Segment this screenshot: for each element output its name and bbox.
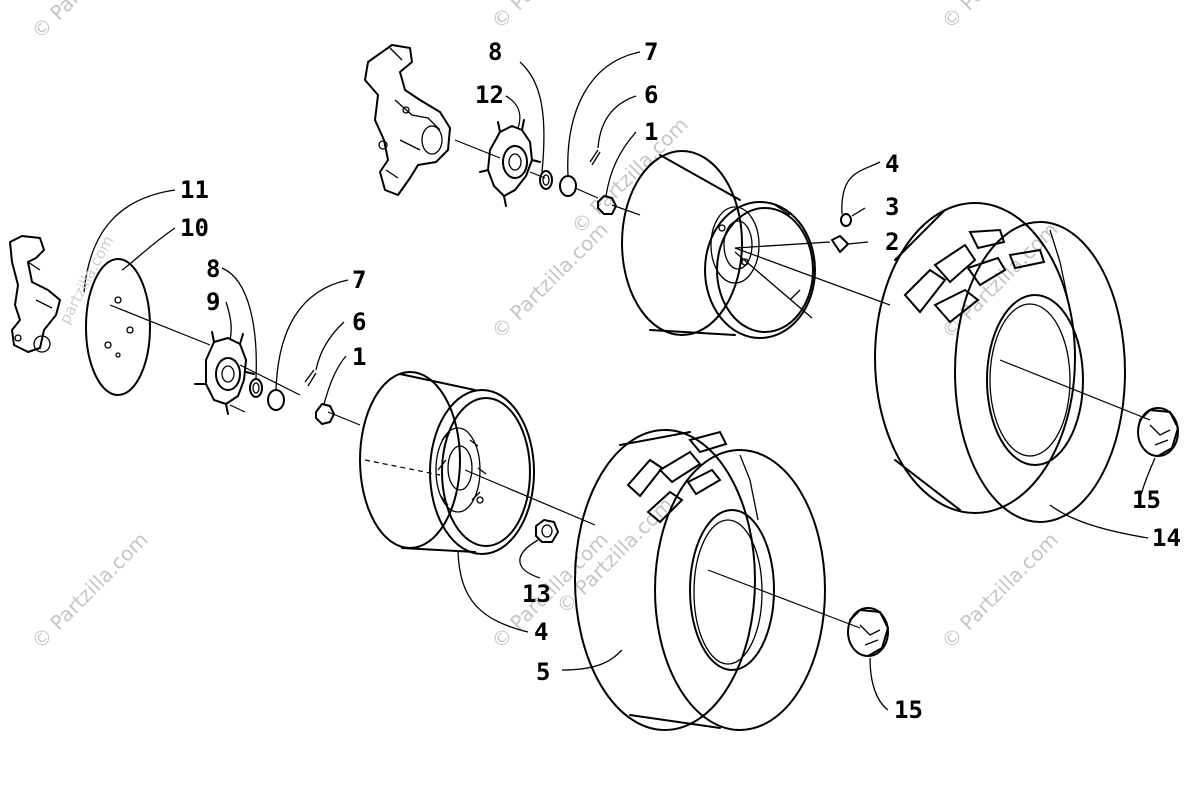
watermark: © Partzilla.com [27,0,153,44]
rim-bottom [359,371,535,555]
label-3: 3 [885,193,899,221]
steering-knuckle-top [364,44,451,196]
label-6-bottom: 6 [352,308,366,336]
watermarks: © Partzilla.com © Partzilla.com © Partzi… [27,0,1063,654]
watermark: © Partzilla.com [487,0,613,34]
label-9: 9 [206,288,220,316]
label-8-bottom: 8 [206,255,220,283]
watermark: © Partzilla.com [27,527,153,653]
watermark: © Partzilla.com [937,527,1063,653]
brake-disc [85,258,151,396]
watermark: © Partzilla.com [487,217,613,343]
hub-cap-right [1137,407,1179,457]
callout-labels: 8 7 12 6 1 4 3 2 11 10 8 9 7 6 1 13 4 5 … [180,38,1181,724]
rim-top [621,150,816,339]
label-13: 13 [522,580,551,608]
hub-hardware-bottom [249,369,335,425]
steering-knuckle-bottom [9,235,61,353]
label-10: 10 [180,214,209,242]
watermark: © Partzilla.com [937,0,1063,34]
label-8-top: 8 [488,38,502,66]
label-14: 14 [1152,524,1181,552]
label-5: 5 [536,658,550,686]
label-15-right: 15 [1132,486,1161,514]
tire-bottom [574,429,826,731]
label-4-top: 4 [885,150,899,178]
label-2: 2 [885,228,899,256]
hub-top [479,119,541,207]
label-15-bottom: 15 [894,696,923,724]
label-7-top: 7 [644,38,658,66]
label-6-top: 6 [644,81,658,109]
tire-right [874,202,1126,523]
label-12: 12 [475,81,504,109]
label-1-bottom: 1 [352,343,366,371]
lug-nut [535,519,559,543]
hub-bottom [194,331,255,415]
hub-hardware-top [539,149,617,215]
label-7-bottom: 7 [352,266,366,294]
label-11: 11 [180,176,209,204]
leader-lines [83,51,1156,711]
label-4-bottom: 4 [534,618,548,646]
watermark: © Partzilla.com [567,112,693,238]
hub-cap-bottom [847,607,889,657]
valve-stem [734,213,852,319]
label-1-top: 1 [644,118,658,146]
